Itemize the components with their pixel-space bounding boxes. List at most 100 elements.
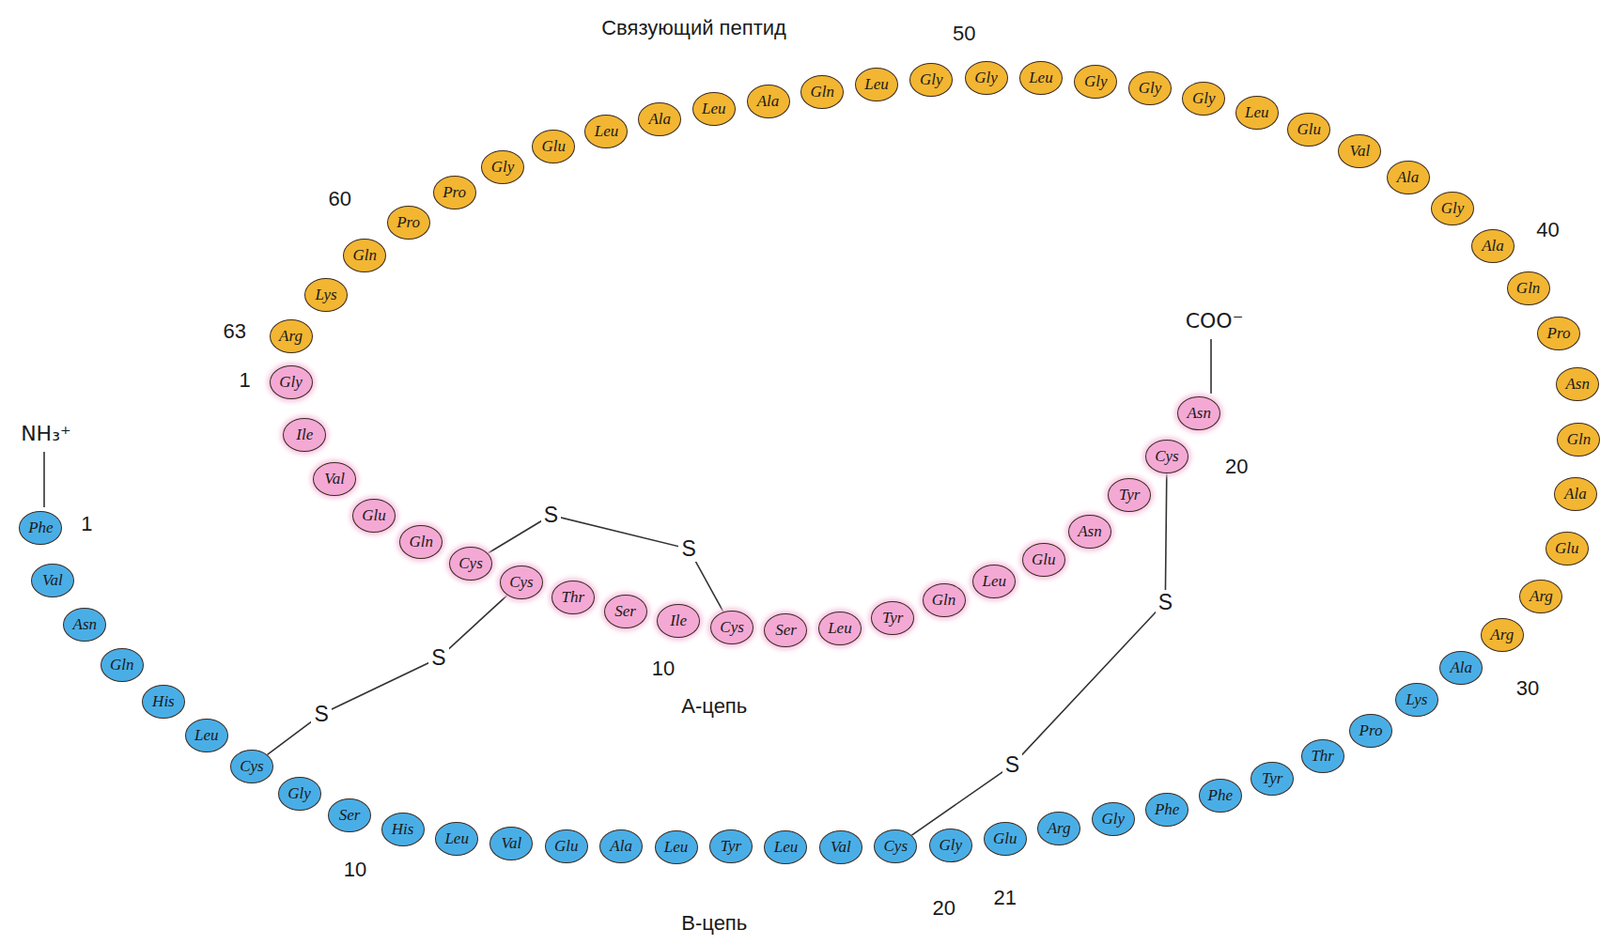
amino-acid-circle: Glu bbox=[1545, 531, 1589, 566]
amino-acid-circle: Gly bbox=[1091, 802, 1135, 837]
residue-name: Ser bbox=[614, 602, 637, 622]
residue-name: Cys bbox=[458, 554, 483, 574]
residue-name: Tyr bbox=[1118, 485, 1140, 505]
residue-number: 1 bbox=[80, 512, 93, 536]
residue-name: Glu bbox=[361, 506, 387, 526]
residue-name: Gln bbox=[932, 590, 957, 610]
residue-name: Cys bbox=[719, 618, 745, 637]
residue-name: Thr bbox=[1310, 746, 1335, 766]
residue-name: Glu bbox=[542, 137, 567, 156]
residue-name: His bbox=[152, 692, 175, 712]
residue-name: Val bbox=[42, 571, 63, 591]
amino-acid-circle: Pro bbox=[1349, 714, 1393, 748]
amino-acid-circle: Gln bbox=[1506, 271, 1551, 306]
disulfide-sulfur: S bbox=[428, 645, 449, 670]
amino-acid-circle: Val bbox=[489, 826, 533, 861]
amino-acid-circle: Tyr bbox=[709, 829, 753, 864]
amino-acid-circle: Cys bbox=[449, 546, 493, 581]
residue-name: Leu bbox=[701, 99, 727, 119]
amino-acid-circle: Tyr bbox=[870, 601, 915, 636]
amino-acid-circle: Pro bbox=[1537, 316, 1581, 351]
amino-acid-circle: Leu bbox=[654, 830, 699, 865]
chain-label: А-цепь bbox=[681, 694, 747, 718]
disulfide-bond bbox=[911, 473, 1166, 836]
amino-acid-circle: Gln bbox=[1556, 422, 1600, 457]
residue-name: Gly bbox=[1084, 72, 1108, 92]
amino-acid-circle: Ala bbox=[599, 829, 643, 864]
residue-name: Gly bbox=[938, 836, 963, 855]
amino-acid-circle: Gly bbox=[909, 62, 953, 97]
amino-acid-circle: Ala bbox=[1553, 477, 1598, 512]
amino-acid-circle: Glu bbox=[531, 129, 575, 164]
residue-name: Ser bbox=[775, 621, 797, 640]
amino-acid-circle: Val bbox=[31, 563, 75, 598]
amino-acid-circle: Glu bbox=[1022, 543, 1066, 577]
residue-name: Glu bbox=[993, 829, 1018, 849]
amino-acid-circle: Lys bbox=[1395, 683, 1439, 717]
residue-name: Leu bbox=[1028, 68, 1054, 88]
residue-name: Leu bbox=[194, 726, 219, 746]
amino-acid-circle: Thr bbox=[551, 580, 595, 615]
amino-acid-circle: Lys bbox=[304, 278, 348, 312]
amino-acid-circle: Gln bbox=[800, 75, 844, 109]
amino-acid-circle: Leu bbox=[584, 114, 628, 149]
residue-name: Cys bbox=[239, 757, 265, 777]
disulfide-bond bbox=[487, 514, 724, 612]
residue-name: Ile bbox=[295, 425, 313, 445]
amino-acid-circle: Leu bbox=[972, 564, 1016, 599]
amino-acid-circle: Glu bbox=[1287, 112, 1331, 147]
residue-number: 10 bbox=[652, 656, 675, 681]
residue-name: Leu bbox=[982, 572, 1008, 591]
residue-name: Lys bbox=[315, 285, 338, 305]
residue-name: Ala bbox=[1449, 658, 1473, 678]
residue-number: 63 bbox=[223, 319, 247, 343]
amino-acid-circle: Gly bbox=[1128, 71, 1172, 106]
residue-name: Asn bbox=[73, 615, 98, 635]
terminus-label: COO⁻ bbox=[1185, 309, 1244, 333]
amino-acid-circle: Leu bbox=[1019, 61, 1063, 95]
amino-acid-circle: Gly bbox=[269, 365, 313, 400]
residue-name: Glu bbox=[1554, 539, 1580, 559]
amino-acid-circle: Asn bbox=[1555, 367, 1600, 402]
residue-name: Pro bbox=[396, 213, 420, 233]
residue-name: Gly bbox=[1192, 89, 1216, 109]
amino-acid-circle: His bbox=[141, 684, 186, 719]
residue-name: Ala bbox=[1397, 168, 1420, 187]
residue-name: Lys bbox=[1405, 690, 1428, 710]
residue-name: Ala bbox=[1564, 484, 1587, 504]
amino-acid-circle: Tyr bbox=[1107, 478, 1151, 513]
amino-acid-circle: Gln bbox=[100, 648, 144, 683]
residue-name: Leu bbox=[1244, 103, 1270, 123]
disulfide-bond bbox=[267, 595, 508, 756]
residue-name: Ile bbox=[669, 611, 687, 631]
amino-acid-circle: Gln bbox=[399, 525, 443, 560]
amino-acid-circle: Leu bbox=[1235, 95, 1279, 130]
terminus-bond bbox=[1210, 339, 1212, 394]
residue-name: Ala bbox=[609, 837, 633, 856]
amino-acid-circle: Leu bbox=[692, 92, 736, 126]
amino-acid-circle: Tyr bbox=[1250, 761, 1294, 796]
peptide-name: Связующий пептид bbox=[601, 15, 787, 40]
residue-name: Gln bbox=[109, 655, 135, 675]
residue-name: Tyr bbox=[720, 837, 742, 856]
residue-name: Gly bbox=[491, 157, 515, 177]
amino-acid-circle: Gly bbox=[1073, 64, 1118, 99]
residue-name: Leu bbox=[827, 619, 853, 638]
amino-acid-circle: Ser bbox=[763, 613, 808, 648]
residue-name: His bbox=[391, 820, 415, 839]
residue-name: Ala bbox=[1481, 236, 1505, 256]
residue-name: Cys bbox=[1154, 447, 1180, 467]
residue-name: Glu bbox=[1297, 120, 1322, 140]
residue-number: 10 bbox=[343, 857, 367, 882]
residue-name: Gln bbox=[809, 82, 835, 102]
amino-acid-circle: Ala bbox=[746, 84, 791, 119]
amino-acid-circle: Arg bbox=[1519, 579, 1563, 614]
amino-acid-circle: Arg bbox=[1480, 618, 1524, 653]
residue-name: Thr bbox=[561, 588, 586, 607]
residue-name: Val bbox=[1349, 141, 1370, 161]
residue-name: Gln bbox=[1567, 430, 1592, 450]
residue-name: Gly bbox=[919, 70, 944, 90]
amino-acid-circle: Gly bbox=[1430, 191, 1475, 226]
residue-name: Ala bbox=[757, 92, 780, 111]
amino-acid-circle: Arg bbox=[1037, 811, 1081, 846]
